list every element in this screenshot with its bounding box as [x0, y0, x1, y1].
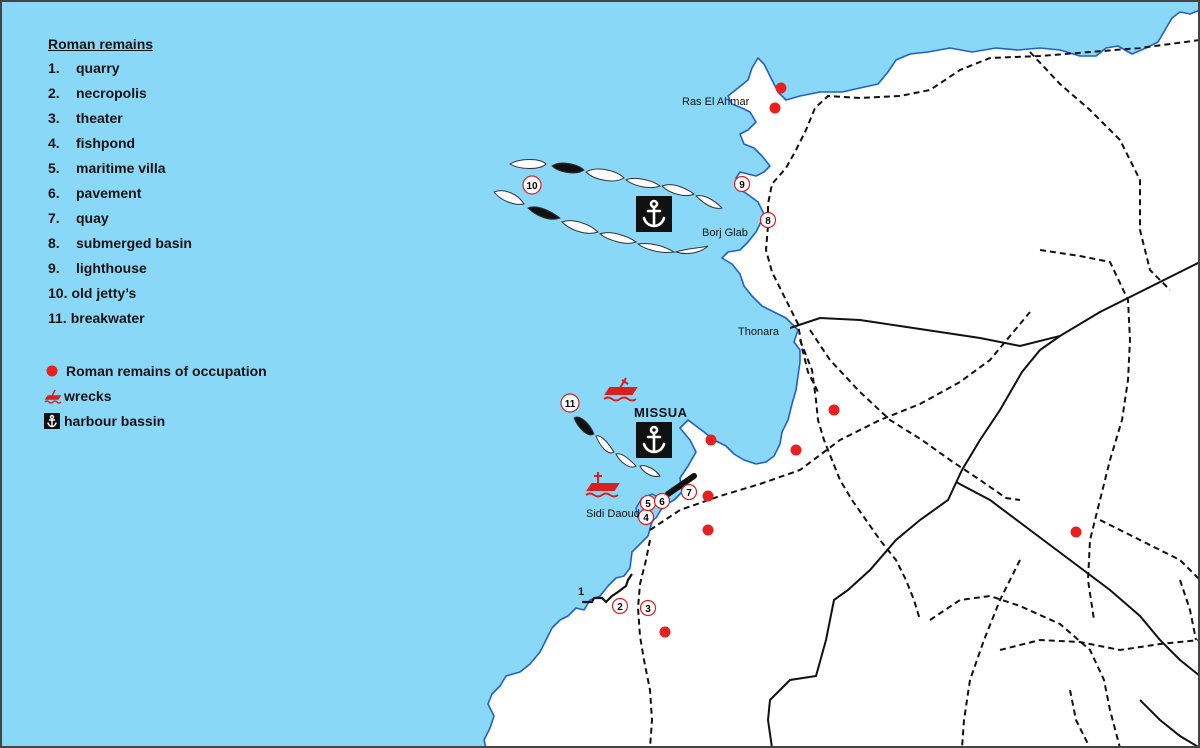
svg-text:9: 9	[739, 180, 745, 191]
legend-item-number: 1.	[48, 60, 60, 76]
legend-item-label: pavement	[76, 185, 142, 201]
legend-item: 1. quarry	[48, 60, 192, 85]
legend-item: 2. necropolis	[48, 85, 192, 110]
legend-item-number: 8.	[48, 235, 60, 251]
wreck-icon	[44, 389, 62, 404]
legend-item: 3. theater	[48, 110, 192, 135]
legend-item-label: submerged basin	[76, 235, 192, 251]
marker-2: 2	[611, 597, 629, 615]
legend-item-number: 9.	[48, 260, 60, 276]
svg-text:4: 4	[643, 513, 649, 524]
legend-item-number: 10.	[48, 285, 68, 301]
occupation-remains	[659, 82, 1082, 638]
marker-5: 5	[639, 494, 657, 512]
quarry-mark	[582, 573, 633, 604]
old-jetties	[493, 159, 723, 255]
breakwater	[573, 416, 661, 477]
legend-item: 11.breakwater	[48, 310, 192, 335]
marker-3: 3	[639, 599, 657, 617]
marker-10: 10	[522, 175, 542, 195]
anchor-icon	[44, 412, 60, 429]
svg-text:8: 8	[765, 216, 771, 227]
legend-item: 6. pavement	[48, 185, 192, 210]
svg-text:10: 10	[526, 181, 538, 192]
legend-item: 10.old jetty’s	[48, 285, 192, 310]
place-sidi-daoud: Sidi Daoud	[586, 508, 640, 520]
legend-item-label: breakwater	[70, 310, 145, 326]
harbour-anchor-icon	[636, 422, 672, 458]
legend-item: 9. lighthouse	[48, 260, 192, 285]
legend-item-label: theater	[76, 110, 123, 126]
legend-item-label: quarry	[76, 60, 120, 76]
harbour-anchor-icon	[636, 196, 672, 232]
land	[483, 9, 1200, 748]
legend-harbour-label: harbour bassin	[64, 412, 166, 429]
svg-text:3: 3	[645, 604, 651, 615]
place-thonara: Thonara	[738, 326, 779, 338]
red-dot-icon	[46, 365, 58, 376]
marker-9: 9	[733, 175, 751, 193]
place-missua: MISSUA	[634, 405, 688, 420]
legend-title: Roman remains	[48, 36, 154, 52]
legend-item: 4. fishpond	[48, 135, 192, 160]
legend-item: 7. quay	[48, 210, 192, 235]
legend-item-number: 11.	[48, 310, 67, 326]
tracks	[636, 39, 1200, 748]
roads	[766, 261, 1200, 748]
marker-6: 6	[653, 492, 671, 510]
svg-text:5: 5	[645, 499, 651, 510]
svg-text:7: 7	[686, 488, 692, 499]
legend-harbour: harbour bassin	[44, 408, 267, 433]
legend-item: 5. maritime villa	[48, 160, 192, 185]
legend-occupation-label: Roman remains of occupation	[66, 362, 267, 379]
legend-item-label: old jetty’s	[71, 285, 137, 301]
site-markers: 2 3 4 5 6 7 8	[522, 175, 777, 617]
legend-item-label: maritime villa	[76, 160, 166, 176]
legend-symbols: Roman remains of occupation wrecks harbo…	[44, 358, 267, 433]
wreck-icon	[585, 472, 620, 498]
quay	[665, 473, 697, 497]
marker-4: 4	[637, 508, 655, 526]
svg-text:2: 2	[617, 602, 623, 613]
place-borj-glab: Borj Glab	[702, 227, 748, 239]
legend-item-label: quay	[76, 210, 109, 226]
legend-item-label: fishpond	[76, 135, 136, 151]
legend-item-label: lighthouse	[76, 260, 147, 276]
marker-7: 7	[680, 483, 698, 501]
marker-1: 1	[578, 586, 585, 598]
svg-text:11: 11	[565, 399, 576, 410]
marker-8: 8	[759, 211, 777, 229]
legend-wrecks: wrecks	[44, 383, 267, 408]
legend-item-number: 6.	[48, 185, 60, 201]
legend-item-number: 2.	[48, 85, 60, 101]
legend-wrecks-label: wrecks	[64, 387, 112, 404]
legend-item: 8. submerged basin	[48, 235, 192, 260]
legend-item-label: necropolis	[76, 85, 147, 101]
marker-11: 11	[560, 393, 580, 413]
place-ras-el-ahmar: Ras El Ahmar	[682, 96, 750, 108]
legend-list: 1. quarry 2. necropolis 3. theater 4. fishpo…	[48, 60, 192, 335]
legend-item-number: 5.	[48, 160, 60, 176]
svg-text:6: 6	[659, 497, 665, 508]
legend-item-number: 3.	[48, 110, 60, 126]
wreck-icon	[603, 377, 638, 402]
legend-item-number: 4.	[48, 135, 60, 151]
legend-occupation: Roman remains of occupation	[44, 358, 267, 383]
legend-item-number: 7.	[48, 210, 60, 226]
